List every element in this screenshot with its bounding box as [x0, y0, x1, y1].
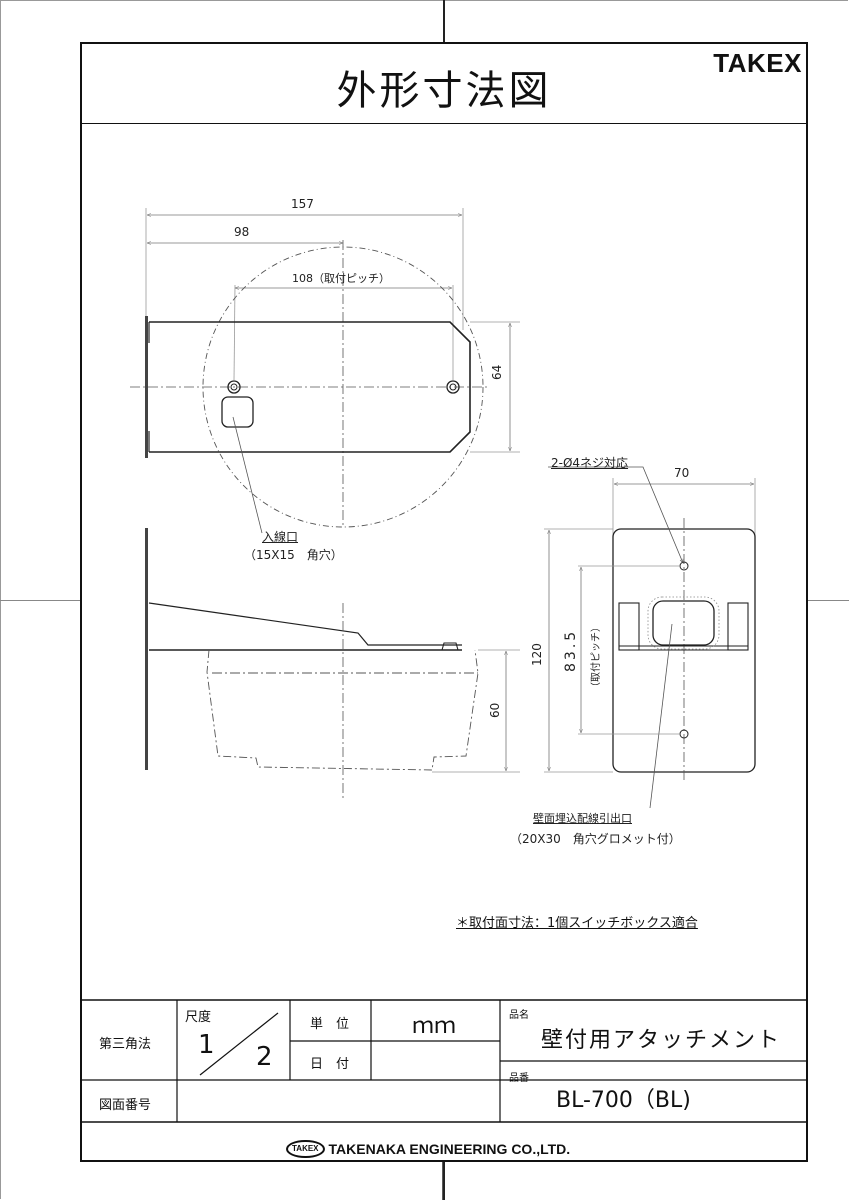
dim-side-height-60: 60	[488, 702, 502, 718]
drawing-frame	[80, 42, 808, 1162]
inlet-label: 入線口	[262, 530, 299, 544]
page-title: 外形寸法図	[336, 68, 552, 114]
projection-label: 第三角法	[99, 1037, 152, 1052]
fold-mark-left	[0, 600, 80, 601]
dim-center-98: 98	[234, 225, 250, 239]
dim-pitch-note: （取付ピッチ）	[591, 622, 602, 692]
screw-note: 2-Ø4ネジ対応	[551, 456, 629, 470]
scale-label: 尺度	[185, 1010, 212, 1025]
brand-logo: TAKEX	[713, 48, 802, 78]
dim-height-120: 120	[530, 643, 544, 666]
dim-pitch-83-5: 83.5	[563, 628, 579, 672]
drawing-no-label: 図面番号	[99, 1098, 152, 1113]
dim-pitch-108: 108（取付ピッチ）	[292, 272, 390, 285]
company-logo: TAKEX	[286, 1140, 325, 1158]
side-view	[145, 528, 520, 800]
company-footer: TAKEX TAKENAKA ENGINEERING CO.,LTD.	[286, 1140, 570, 1158]
product-no-label: 品番	[509, 1073, 529, 1084]
date-label: 日 付	[310, 1057, 350, 1072]
outlet-spec: （20X30 角穴グロメット付）	[510, 832, 681, 846]
title-row: 外形寸法図 TAKEX	[80, 42, 808, 124]
product-name-label: 品名	[509, 1010, 529, 1021]
product-no: BL-700（BL)	[556, 1088, 691, 1113]
scale-numerator: 1	[198, 1030, 215, 1060]
top-view	[130, 208, 520, 534]
scale-denominator: 2	[256, 1042, 273, 1072]
dim-overall-157: 157	[291, 197, 314, 211]
fold-mark-right	[808, 600, 849, 601]
unit-value: ｍｍ	[412, 1014, 457, 1039]
title-block-grid	[80, 999, 808, 1123]
inlet-spec: （15X15 角穴）	[244, 548, 343, 562]
outlet-label: 壁面埋込配線引出口	[533, 812, 632, 825]
mounting-footnote: ＊取付面寸法：1個スイッチボックス適合	[456, 916, 698, 931]
product-name: 壁付用アタッチメント	[541, 1028, 782, 1053]
company-name: TAKENAKA ENGINEERING CO.,LTD.	[328, 1141, 571, 1157]
rear-view	[544, 466, 756, 809]
fold-mark-top	[443, 0, 445, 42]
unit-label: 単 位	[310, 1017, 350, 1032]
dim-height-64: 64	[490, 364, 504, 380]
dim-width-70: 70	[674, 466, 690, 480]
